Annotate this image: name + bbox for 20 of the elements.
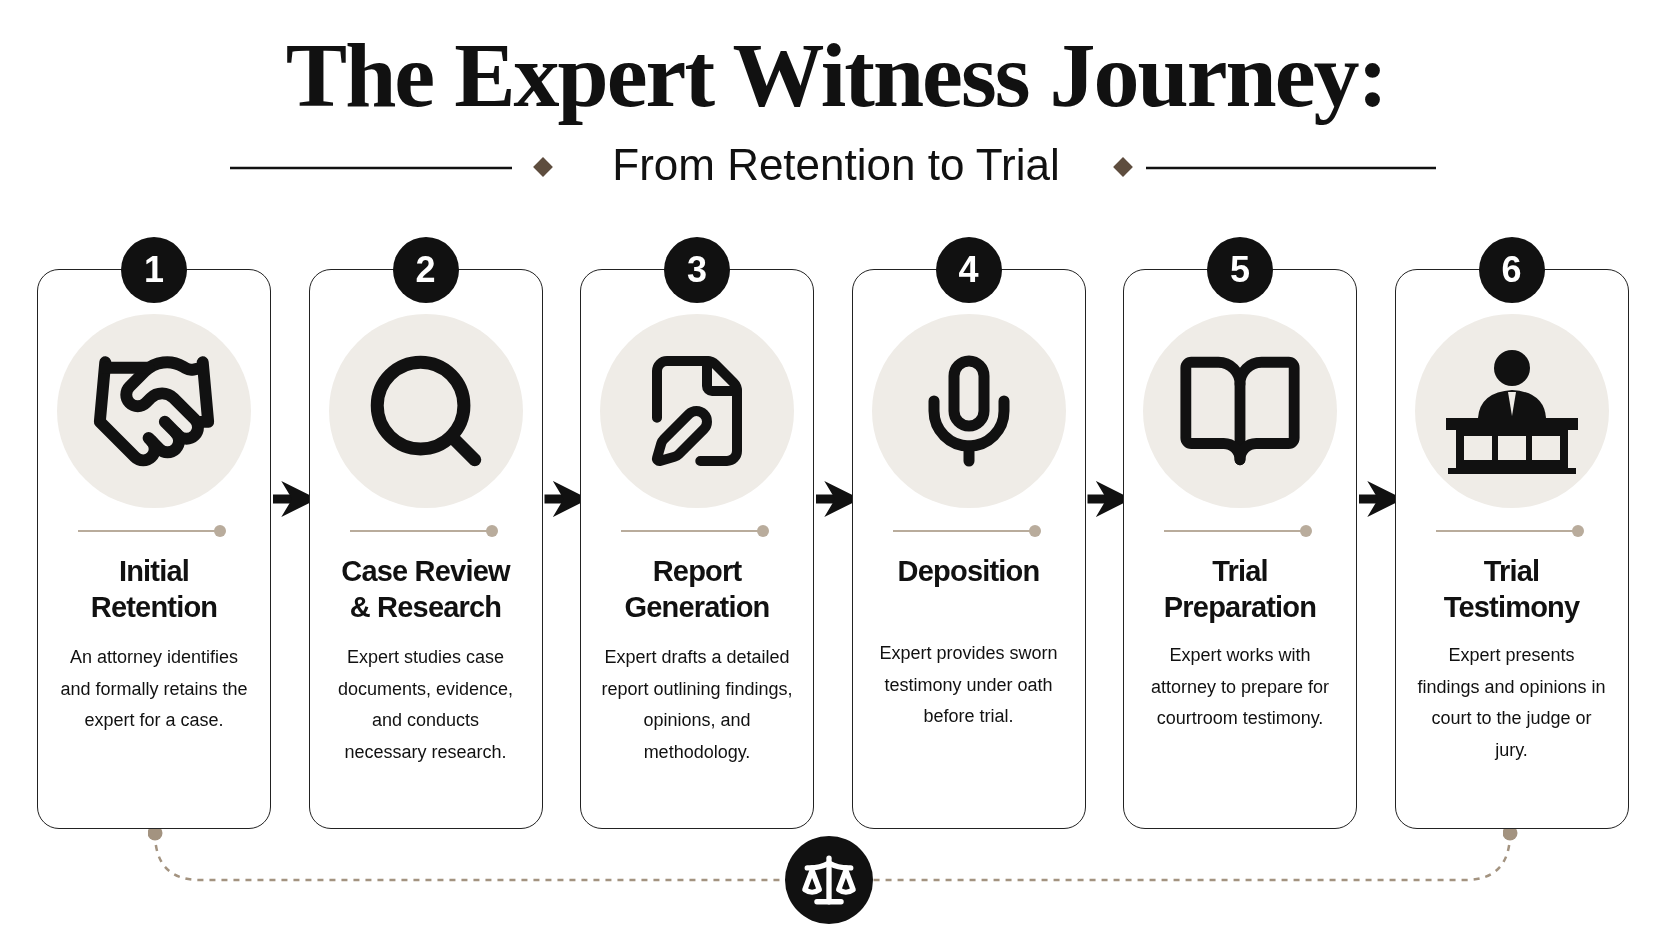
subtitle: From Retention to Trial	[612, 140, 1060, 189]
step-number: 6	[1478, 237, 1545, 303]
step-number: 4	[935, 237, 1002, 303]
step-number: 3	[664, 237, 730, 303]
step-description: Expert studies case documents, evidence, and conducts necessary research.	[336, 646, 515, 764]
step-description: An attorney identifies and formally retains the expert for a case.	[59, 646, 249, 732]
step-description: Expert works with attorney to prepare for courtroom testimony.	[1149, 644, 1331, 730]
step-title: Report Generation	[623, 554, 771, 625]
step-number: 5	[1207, 237, 1273, 303]
step-title: Trial Preparation	[1162, 554, 1318, 625]
step-title: Case Review & Research	[340, 554, 512, 625]
step-title: Deposition	[896, 554, 1041, 589]
step-number: 1	[121, 237, 187, 303]
step-title: Trial Testimony	[1442, 554, 1581, 625]
step-description: Expert presents findings and opinions in court to the judge or jury.	[1416, 644, 1607, 762]
step-description: Expert drafts a detailed report outlining findings, opinions, and methodology.	[601, 646, 793, 764]
title: The Expert Witness Journey:	[284, 23, 1388, 128]
step-number: 2	[392, 237, 459, 303]
step-title: Initial Retention	[89, 554, 219, 625]
step-description: Expert provides sworn testimony under oath before trial.	[878, 642, 1059, 728]
